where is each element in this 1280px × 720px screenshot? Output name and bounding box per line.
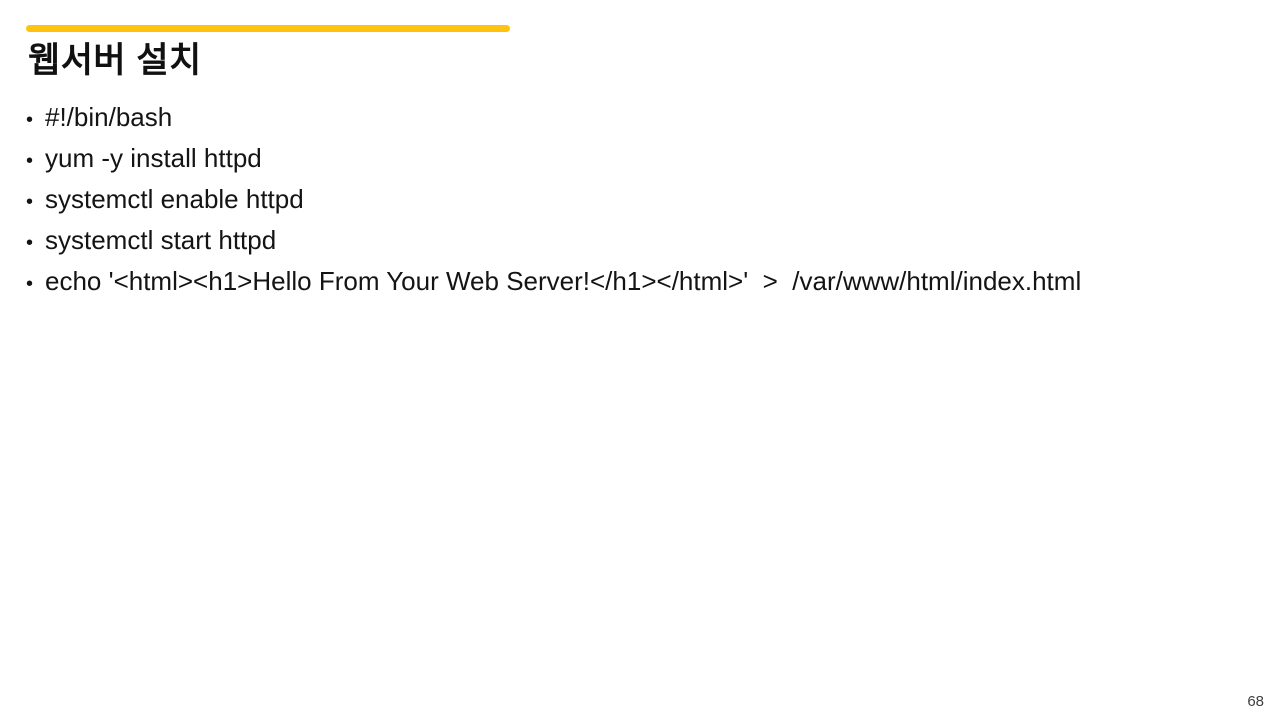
bullet-icon: • — [26, 150, 34, 172]
bullet-icon: • — [26, 273, 34, 295]
bullet-icon: • — [26, 191, 34, 213]
title-accent-rule — [26, 25, 510, 32]
list-item-text: systemctl start httpd — [45, 225, 277, 255]
bullet-icon: • — [26, 109, 34, 131]
list-item: • systemctl enable httpd — [26, 179, 1276, 220]
list-item-text: echo '<html><h1>Hello From Your Web Serv… — [45, 266, 1082, 296]
list-item: • systemctl start httpd — [26, 220, 1276, 261]
list-item-text: #!/bin/bash — [45, 102, 173, 132]
page-number: 68 — [1247, 693, 1264, 710]
list-item-text: yum -y install httpd — [45, 143, 262, 173]
bullet-icon: • — [26, 232, 34, 254]
list-item-text: systemctl enable httpd — [45, 184, 304, 214]
list-item: • #!/bin/bash — [26, 97, 1276, 138]
list-item: • echo '<html><h1>Hello From Your Web Se… — [26, 261, 1276, 302]
bullet-list: • #!/bin/bash • yum -y install httpd • s… — [26, 97, 1276, 302]
list-item: • yum -y install httpd — [26, 138, 1276, 179]
page-title: 웹서버 설치 — [28, 41, 202, 80]
